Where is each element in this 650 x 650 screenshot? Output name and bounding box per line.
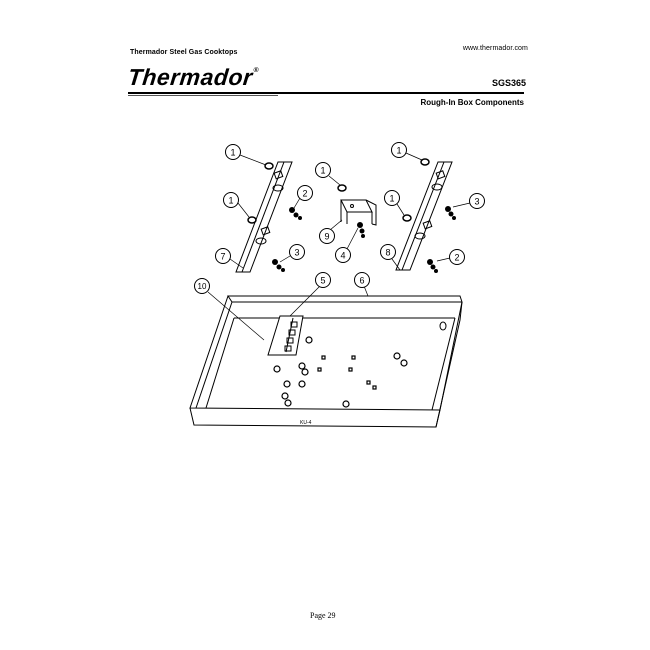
website-link[interactable]: www.thermador.com bbox=[462, 45, 528, 52]
header-rule bbox=[128, 92, 524, 94]
callout-2a: 2 bbox=[297, 185, 313, 201]
callout-6: 6 bbox=[354, 272, 370, 288]
rough-in-box bbox=[189, 295, 463, 428]
grommets bbox=[247, 158, 430, 224]
svg-text:1: 1 bbox=[228, 196, 233, 206]
model-number: SGS365 bbox=[491, 78, 526, 88]
callout-5: 5 bbox=[315, 272, 331, 288]
callout-4: 4 bbox=[335, 247, 351, 263]
page-number: Page 29 bbox=[310, 611, 336, 620]
section-title: Rough-In Box Components bbox=[420, 98, 524, 107]
callout-10: 10 bbox=[194, 278, 210, 294]
svg-text:10: 10 bbox=[198, 282, 207, 291]
callout-1c: 1 bbox=[315, 162, 331, 178]
left-side-rail bbox=[235, 161, 293, 273]
header-rule-thin bbox=[128, 95, 278, 96]
leader-lines bbox=[207, 152, 471, 341]
svg-text:4: 4 bbox=[340, 251, 345, 261]
callout-2b: 2 bbox=[449, 249, 465, 265]
svg-text:1: 1 bbox=[320, 166, 325, 176]
svg-text:7: 7 bbox=[220, 252, 225, 262]
right-side-rail bbox=[395, 161, 453, 271]
svg-text:3: 3 bbox=[474, 197, 479, 207]
callout-8: 8 bbox=[380, 244, 396, 260]
callout-7: 7 bbox=[215, 248, 231, 264]
svg-text:3: 3 bbox=[294, 248, 299, 258]
product-line: Thermador Steel Gas Cooktops bbox=[130, 49, 238, 56]
svg-text:6: 6 bbox=[359, 276, 364, 286]
control-module bbox=[267, 315, 304, 356]
drawing-label: KU-4 bbox=[300, 420, 312, 426]
callout-1b: 1 bbox=[223, 192, 239, 208]
callout-1a: 1 bbox=[225, 144, 241, 160]
callouts: 1 1 7 2 3 1 9 4 1 1 8 3 2 10 5 6 bbox=[194, 142, 485, 294]
svg-text:2: 2 bbox=[454, 253, 459, 263]
svg-text:9: 9 bbox=[324, 232, 329, 242]
svg-text:2: 2 bbox=[302, 189, 307, 199]
callout-9: 9 bbox=[319, 228, 335, 244]
burner-holes bbox=[273, 336, 408, 408]
svg-text:8: 8 bbox=[385, 248, 390, 258]
callout-1d: 1 bbox=[391, 142, 407, 158]
svg-text:1: 1 bbox=[396, 146, 401, 156]
fittings bbox=[272, 206, 456, 273]
svg-text:5: 5 bbox=[320, 276, 325, 286]
svg-text:1: 1 bbox=[230, 148, 235, 158]
callout-3a: 3 bbox=[289, 244, 305, 260]
callout-3b: 3 bbox=[469, 193, 485, 209]
bracket bbox=[340, 199, 377, 226]
callout-1e: 1 bbox=[384, 190, 400, 206]
svg-text:1: 1 bbox=[389, 194, 394, 204]
